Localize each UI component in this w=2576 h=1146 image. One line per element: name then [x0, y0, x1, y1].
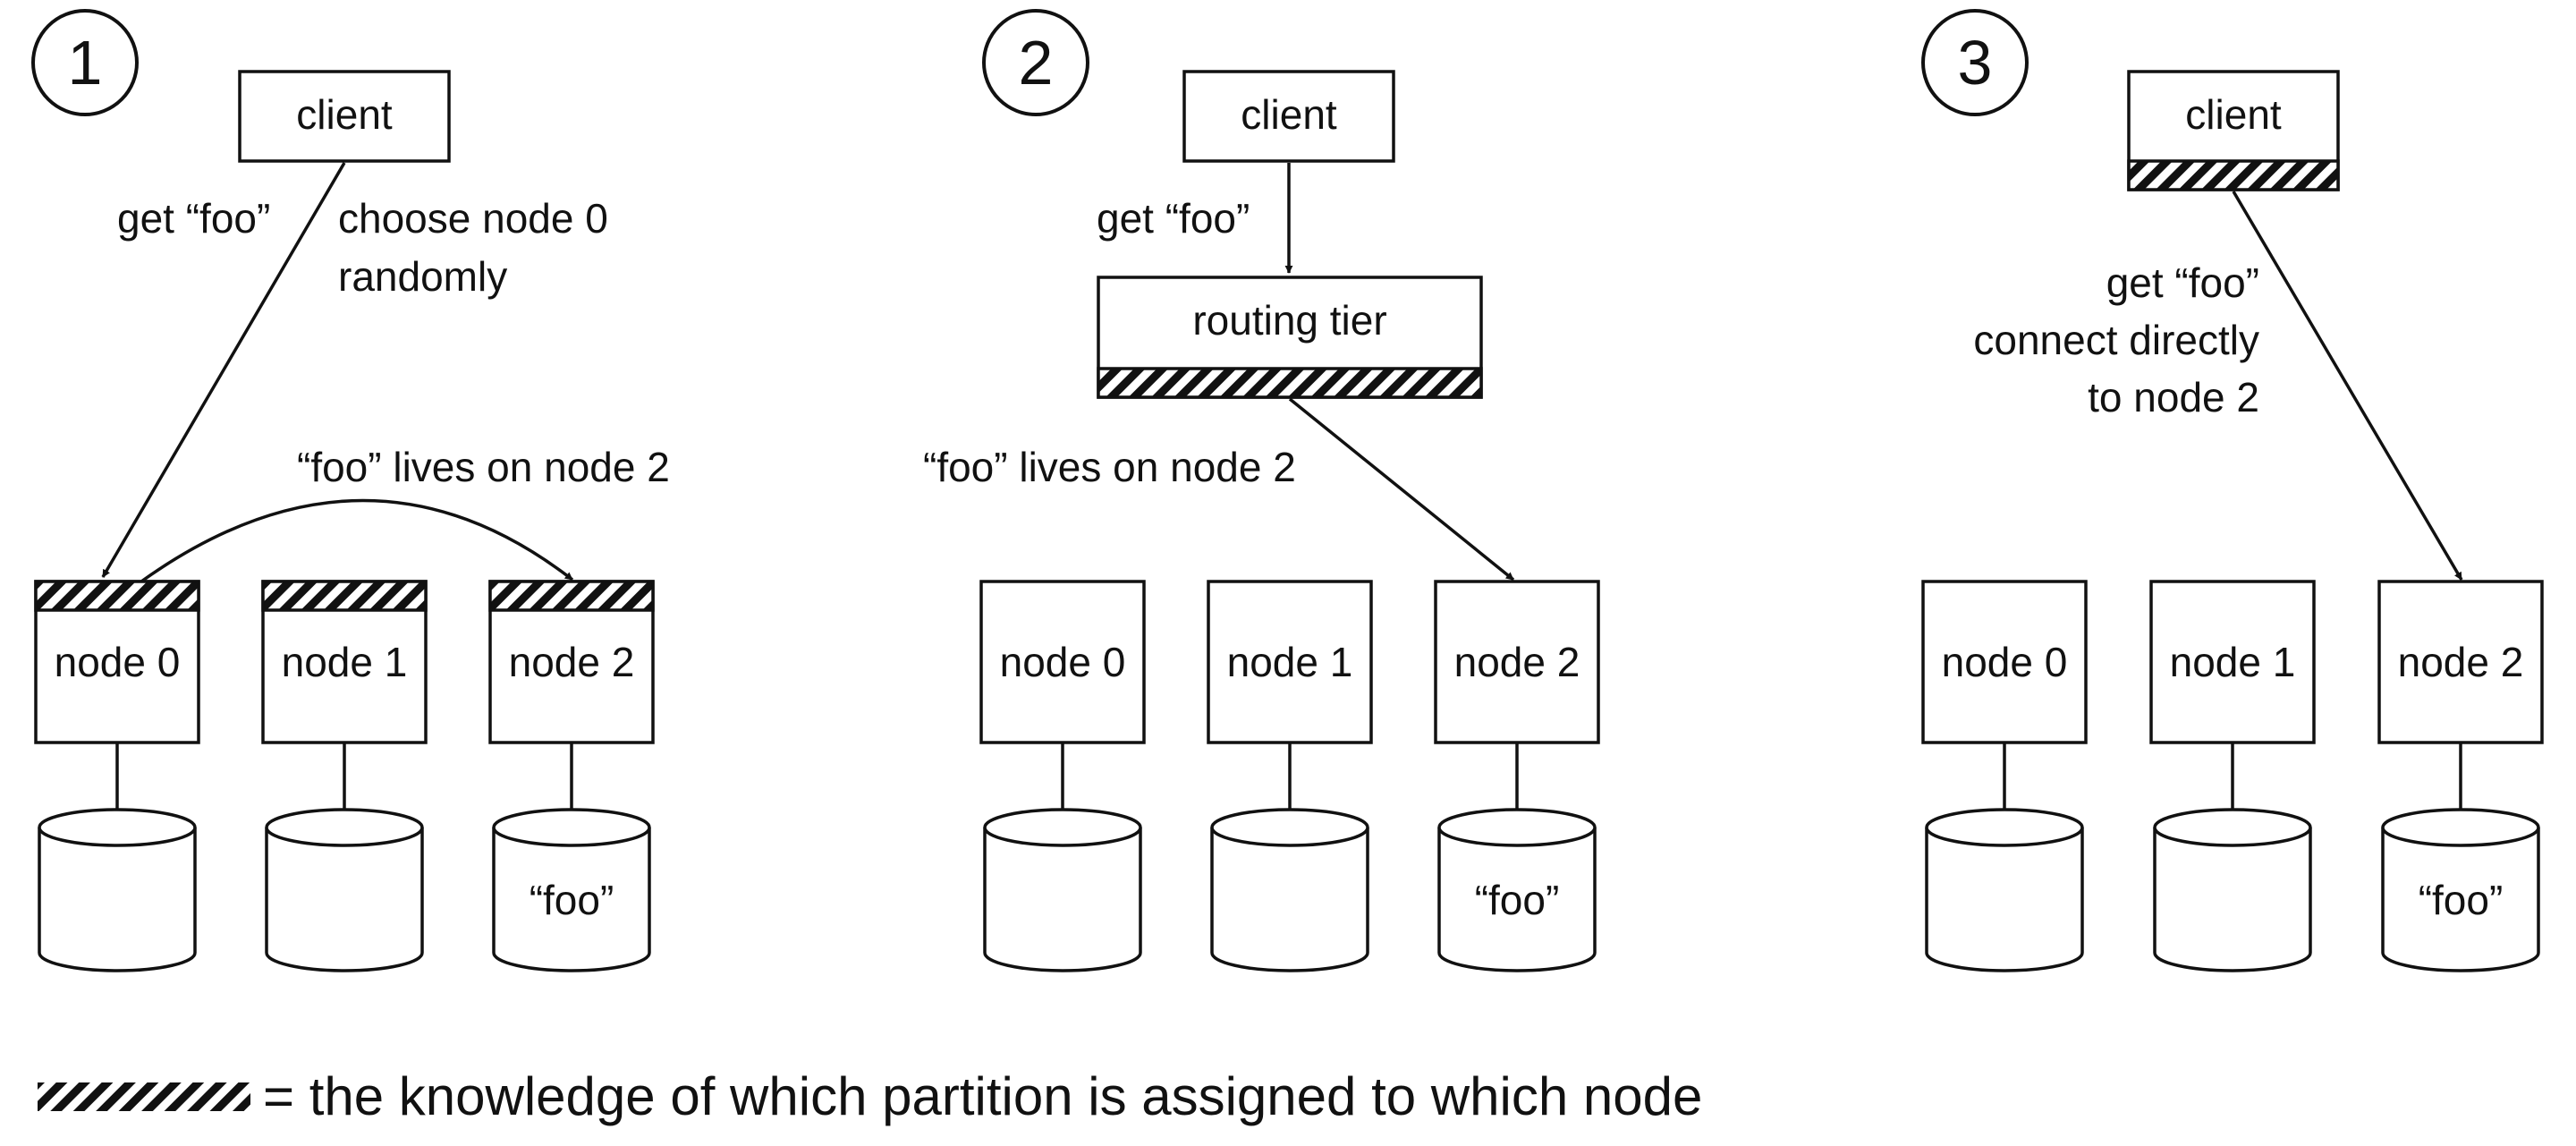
database-foo-label: “foo” — [530, 877, 614, 923]
database-foo-label: “foo” — [1475, 877, 1560, 923]
node-label: node 1 — [282, 639, 408, 685]
get-foo-label: get “foo” — [1097, 195, 1250, 242]
panel-number: 3 — [1958, 28, 1993, 98]
partition-knowledge-hatch — [1097, 367, 1483, 399]
client-label: client — [2185, 91, 2282, 138]
get-foo-label: get “foo” — [117, 195, 270, 242]
node-label: node 2 — [509, 639, 635, 685]
request-arrow-to-node-2 — [2232, 191, 2463, 581]
panel-2: 2 client get “foo” routing tier “foo” li… — [923, 9, 1600, 972]
client-label: client — [1241, 91, 1337, 138]
choose-node-label: choose node 0 — [338, 195, 608, 242]
panel-1: 1 client get “foo” choose node 0 randoml… — [31, 9, 670, 972]
database-icon — [983, 808, 1142, 972]
client-box — [1182, 70, 1395, 163]
node-box — [1921, 580, 2088, 744]
client-box — [238, 70, 451, 163]
partition-knowledge-hatch — [2127, 159, 2340, 191]
database-icon — [1925, 808, 2084, 972]
panel-number: 1 — [68, 28, 103, 98]
database-icon — [2153, 808, 2312, 972]
panel-number: 2 — [1019, 28, 1054, 98]
connect-directly-label-line-2: to node 2 — [2088, 374, 2259, 420]
partition-knowledge-hatch — [261, 580, 428, 612]
choose-node-label-line-2: randomly — [338, 253, 507, 300]
database-icon — [265, 808, 424, 972]
panel-number-circle — [31, 9, 139, 116]
node-label: node 2 — [1454, 639, 1580, 685]
node-label: node 0 — [55, 639, 181, 685]
forward-arrow-to-node-2 — [1288, 397, 1515, 581]
database-icon — [1210, 808, 1369, 972]
node-label: node 1 — [1227, 639, 1353, 685]
database-icon — [492, 808, 651, 972]
partition-knowledge-hatch — [34, 580, 200, 612]
database-foo-label: “foo” — [2419, 877, 2504, 923]
routing-tier-label: routing tier — [1192, 297, 1386, 344]
database-icon — [1437, 808, 1597, 972]
database-icon — [38, 808, 197, 972]
client-label: client — [296, 91, 393, 138]
connect-directly-label: connect directly — [1973, 317, 2259, 363]
panel-3: 3 client get “foo” connect directly to n… — [1921, 9, 2544, 972]
get-foo-label: get “foo” — [2106, 259, 2259, 306]
forward-arrow-to-node-2 — [140, 498, 574, 583]
node-box — [2149, 580, 2316, 744]
node-box — [2377, 580, 2544, 744]
node-label: node 1 — [2170, 639, 2296, 685]
database-icon — [2381, 808, 2540, 972]
legend-hatch-swatch — [38, 1082, 250, 1111]
legend-text: = the knowledge of which partition is as… — [263, 1066, 1702, 1126]
foo-lives-label: “foo” lives on node 2 — [923, 444, 1296, 490]
request-arrow-to-node-0 — [101, 162, 346, 578]
foo-lives-label: “foo” lives on node 2 — [297, 444, 670, 490]
partition-knowledge-hatch — [488, 580, 655, 612]
node-label: node 0 — [1942, 639, 2068, 685]
node-label: node 2 — [2398, 639, 2524, 685]
node-label: node 0 — [1000, 639, 1126, 685]
panel-number-circle — [1921, 9, 2029, 116]
legend: = the knowledge of which partition is as… — [38, 1066, 1702, 1126]
panel-number-circle — [982, 9, 1089, 116]
